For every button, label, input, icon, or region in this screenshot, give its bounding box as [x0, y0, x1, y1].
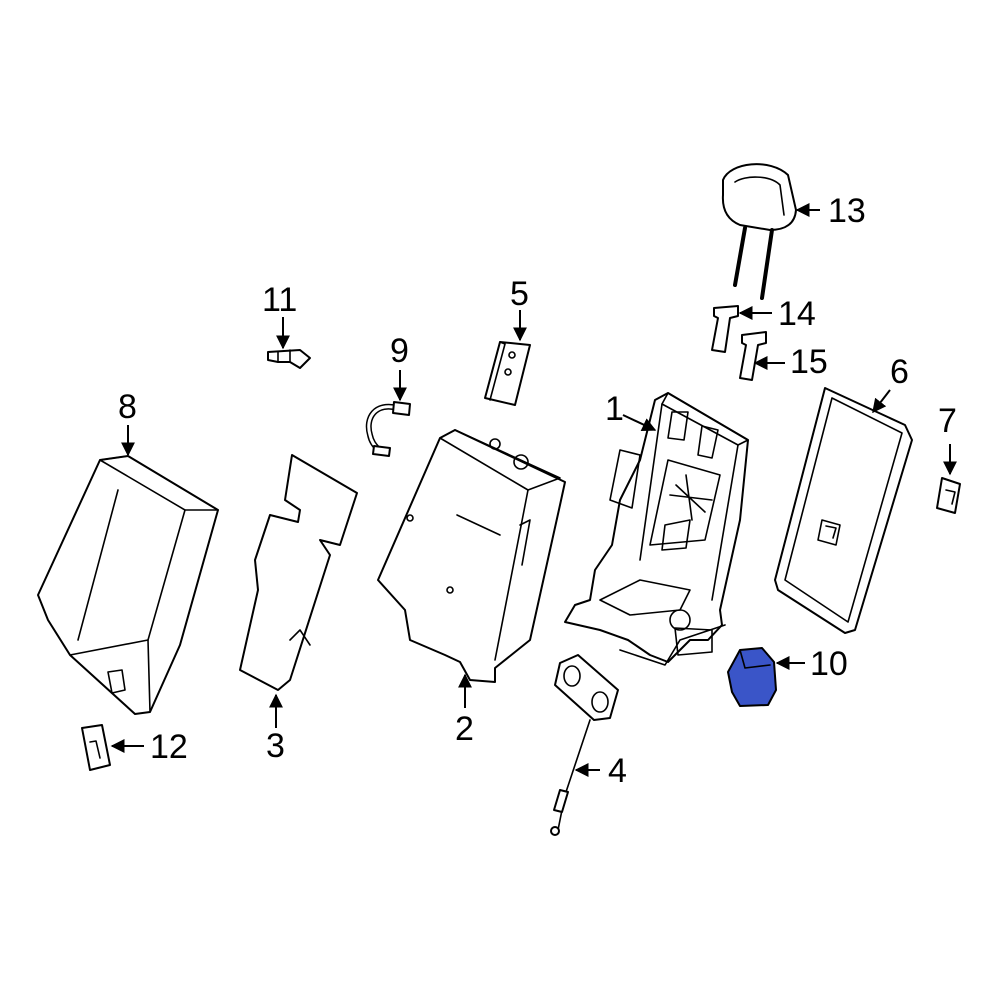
- callout-9: 9: [390, 332, 409, 370]
- callout-10: 10: [810, 645, 848, 683]
- part-14-guide[interactable]: [711, 305, 739, 353]
- part-7-clip[interactable]: [936, 477, 961, 514]
- part-15-guide[interactable]: [739, 331, 767, 381]
- part-13-headrest[interactable]: [721, 163, 797, 300]
- callout-14: 14: [778, 295, 816, 333]
- callout-15: 15: [790, 343, 828, 381]
- callout-11: 11: [262, 281, 297, 319]
- part-4-release-cable[interactable]: [550, 654, 619, 836]
- part-5-bracket[interactable]: [484, 341, 531, 406]
- callout-4: 4: [608, 752, 627, 790]
- leader-arrows: [110, 203, 957, 777]
- callout-5: 5: [510, 275, 529, 313]
- part-10-cover-highlighted[interactable]: [727, 647, 777, 707]
- callout-3: 3: [266, 727, 285, 765]
- callout-1: 1: [605, 390, 624, 428]
- part-9-wire-harness[interactable]: [365, 401, 411, 457]
- part-11-clip[interactable]: [267, 349, 311, 369]
- callout-2: 2: [455, 710, 474, 748]
- callout-7: 7: [938, 402, 957, 440]
- part-6-back-panel[interactable]: [774, 387, 913, 634]
- part-12-tag[interactable]: [81, 724, 111, 771]
- part-2-frame-cover[interactable]: [377, 429, 566, 683]
- callout-8: 8: [118, 388, 137, 426]
- part-3-pad[interactable]: [239, 454, 358, 691]
- callout-12: 12: [150, 728, 188, 766]
- part-1-seatback-frame[interactable]: [564, 392, 749, 666]
- part-8-seatback-cushion[interactable]: [37, 455, 219, 715]
- callout-6: 6: [890, 353, 909, 391]
- callout-13: 13: [828, 192, 866, 230]
